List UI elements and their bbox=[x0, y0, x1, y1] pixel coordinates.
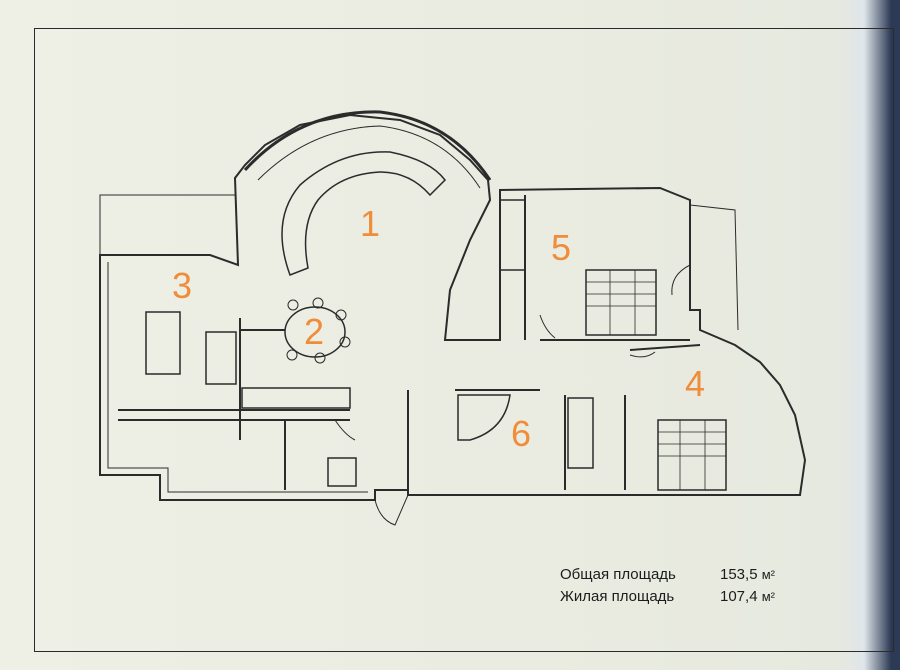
shower bbox=[327, 457, 357, 487]
desk-3 bbox=[145, 311, 181, 375]
living-area-label: Жилая площадь bbox=[560, 588, 675, 605]
wall-4-top bbox=[629, 344, 701, 351]
living-area-unit: м² bbox=[761, 589, 775, 604]
balcony-left bbox=[99, 194, 235, 255]
room-number-6: 6 bbox=[511, 413, 532, 454]
bed-5 bbox=[585, 269, 657, 336]
wardrobe-5 bbox=[499, 199, 526, 271]
wardrobe-4 bbox=[567, 397, 594, 469]
bathtub bbox=[457, 394, 511, 441]
outer-wall-inner bbox=[107, 262, 368, 493]
room-number-5: 5 bbox=[551, 227, 572, 268]
room-number-3: 3 bbox=[172, 265, 193, 306]
total-area-label: Общая площадь bbox=[560, 566, 676, 583]
room-number-4: 4 bbox=[685, 363, 706, 404]
area-summary: Общая площадь 153,5 м² Жилая площадь 107… bbox=[560, 566, 775, 610]
room-number-2: 2 bbox=[304, 311, 325, 352]
plan-frame bbox=[34, 28, 894, 652]
door-arc bbox=[629, 351, 656, 358]
arc-wall-inner bbox=[257, 125, 481, 189]
outer-wall bbox=[99, 113, 807, 501]
sofa-arc bbox=[281, 151, 446, 276]
kitchen-counter bbox=[241, 387, 351, 409]
door-arc bbox=[671, 264, 691, 296]
sofa-3 bbox=[205, 331, 237, 385]
total-area-row: Общая площадь 153,5 м² bbox=[560, 566, 775, 588]
door-arc bbox=[539, 314, 556, 339]
balcony-right bbox=[689, 204, 739, 331]
bed-4 bbox=[657, 419, 727, 491]
total-area-value: 153,5 bbox=[720, 566, 758, 583]
door-arc bbox=[334, 419, 356, 441]
door-arc bbox=[374, 494, 409, 526]
living-area-value: 107,4 bbox=[720, 588, 758, 605]
arc-wall bbox=[243, 110, 492, 181]
room-number-1: 1 bbox=[360, 203, 381, 244]
living-area-row: Жилая площадь 107,4 м² bbox=[560, 588, 775, 610]
total-area-unit: м² bbox=[761, 567, 775, 582]
